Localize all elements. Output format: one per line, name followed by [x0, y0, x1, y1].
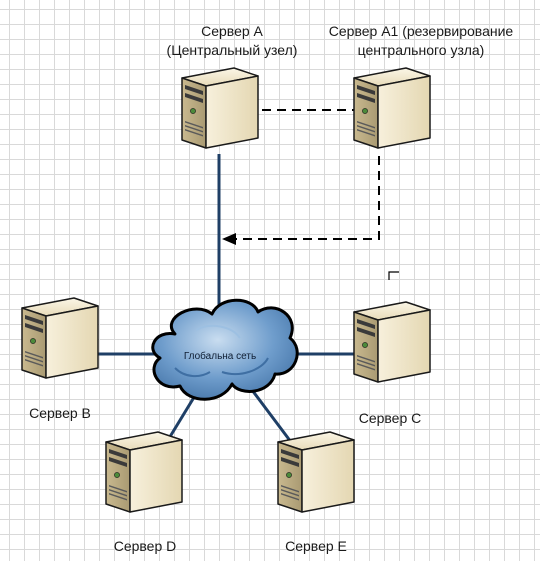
server-a1: [353, 67, 431, 149]
server-a-label-line1: Сервер A: [201, 23, 263, 39]
server-b: [21, 297, 99, 379]
tower-server-icon: [21, 297, 99, 379]
server-d: [105, 431, 183, 513]
server-c-label: Сервер C: [359, 410, 422, 426]
server-c: [353, 301, 431, 383]
tower-server-icon: [181, 67, 259, 149]
backup-arrowhead: [222, 233, 236, 245]
backup-link-a1-trunk: [236, 156, 380, 240]
tower-server-icon: [105, 431, 183, 513]
server-a: [181, 67, 259, 149]
server-b-label: Сервер B: [29, 405, 91, 421]
link-network-e: [250, 389, 296, 447]
tower-server-icon: [353, 67, 431, 149]
server-e-label: Сервер E: [285, 538, 347, 554]
global-network-cloud: Глобальна сеть: [151, 298, 299, 401]
server-a-label-line2: (Центральный узел): [167, 42, 298, 58]
network-label: Глобальна сеть: [184, 350, 256, 362]
tower-server-icon: [277, 431, 355, 513]
tower-server-icon: [353, 301, 431, 383]
link-network-d: [166, 393, 198, 441]
cloud-icon: [151, 298, 299, 401]
server-e: [277, 431, 355, 513]
corner-mark: [388, 271, 399, 280]
server-d-label: Сервер D: [114, 538, 177, 554]
server-a1-label-line2: центрального узла): [358, 42, 485, 58]
server-a1-label-line1: Сервер A1 (резервирование: [329, 23, 514, 39]
